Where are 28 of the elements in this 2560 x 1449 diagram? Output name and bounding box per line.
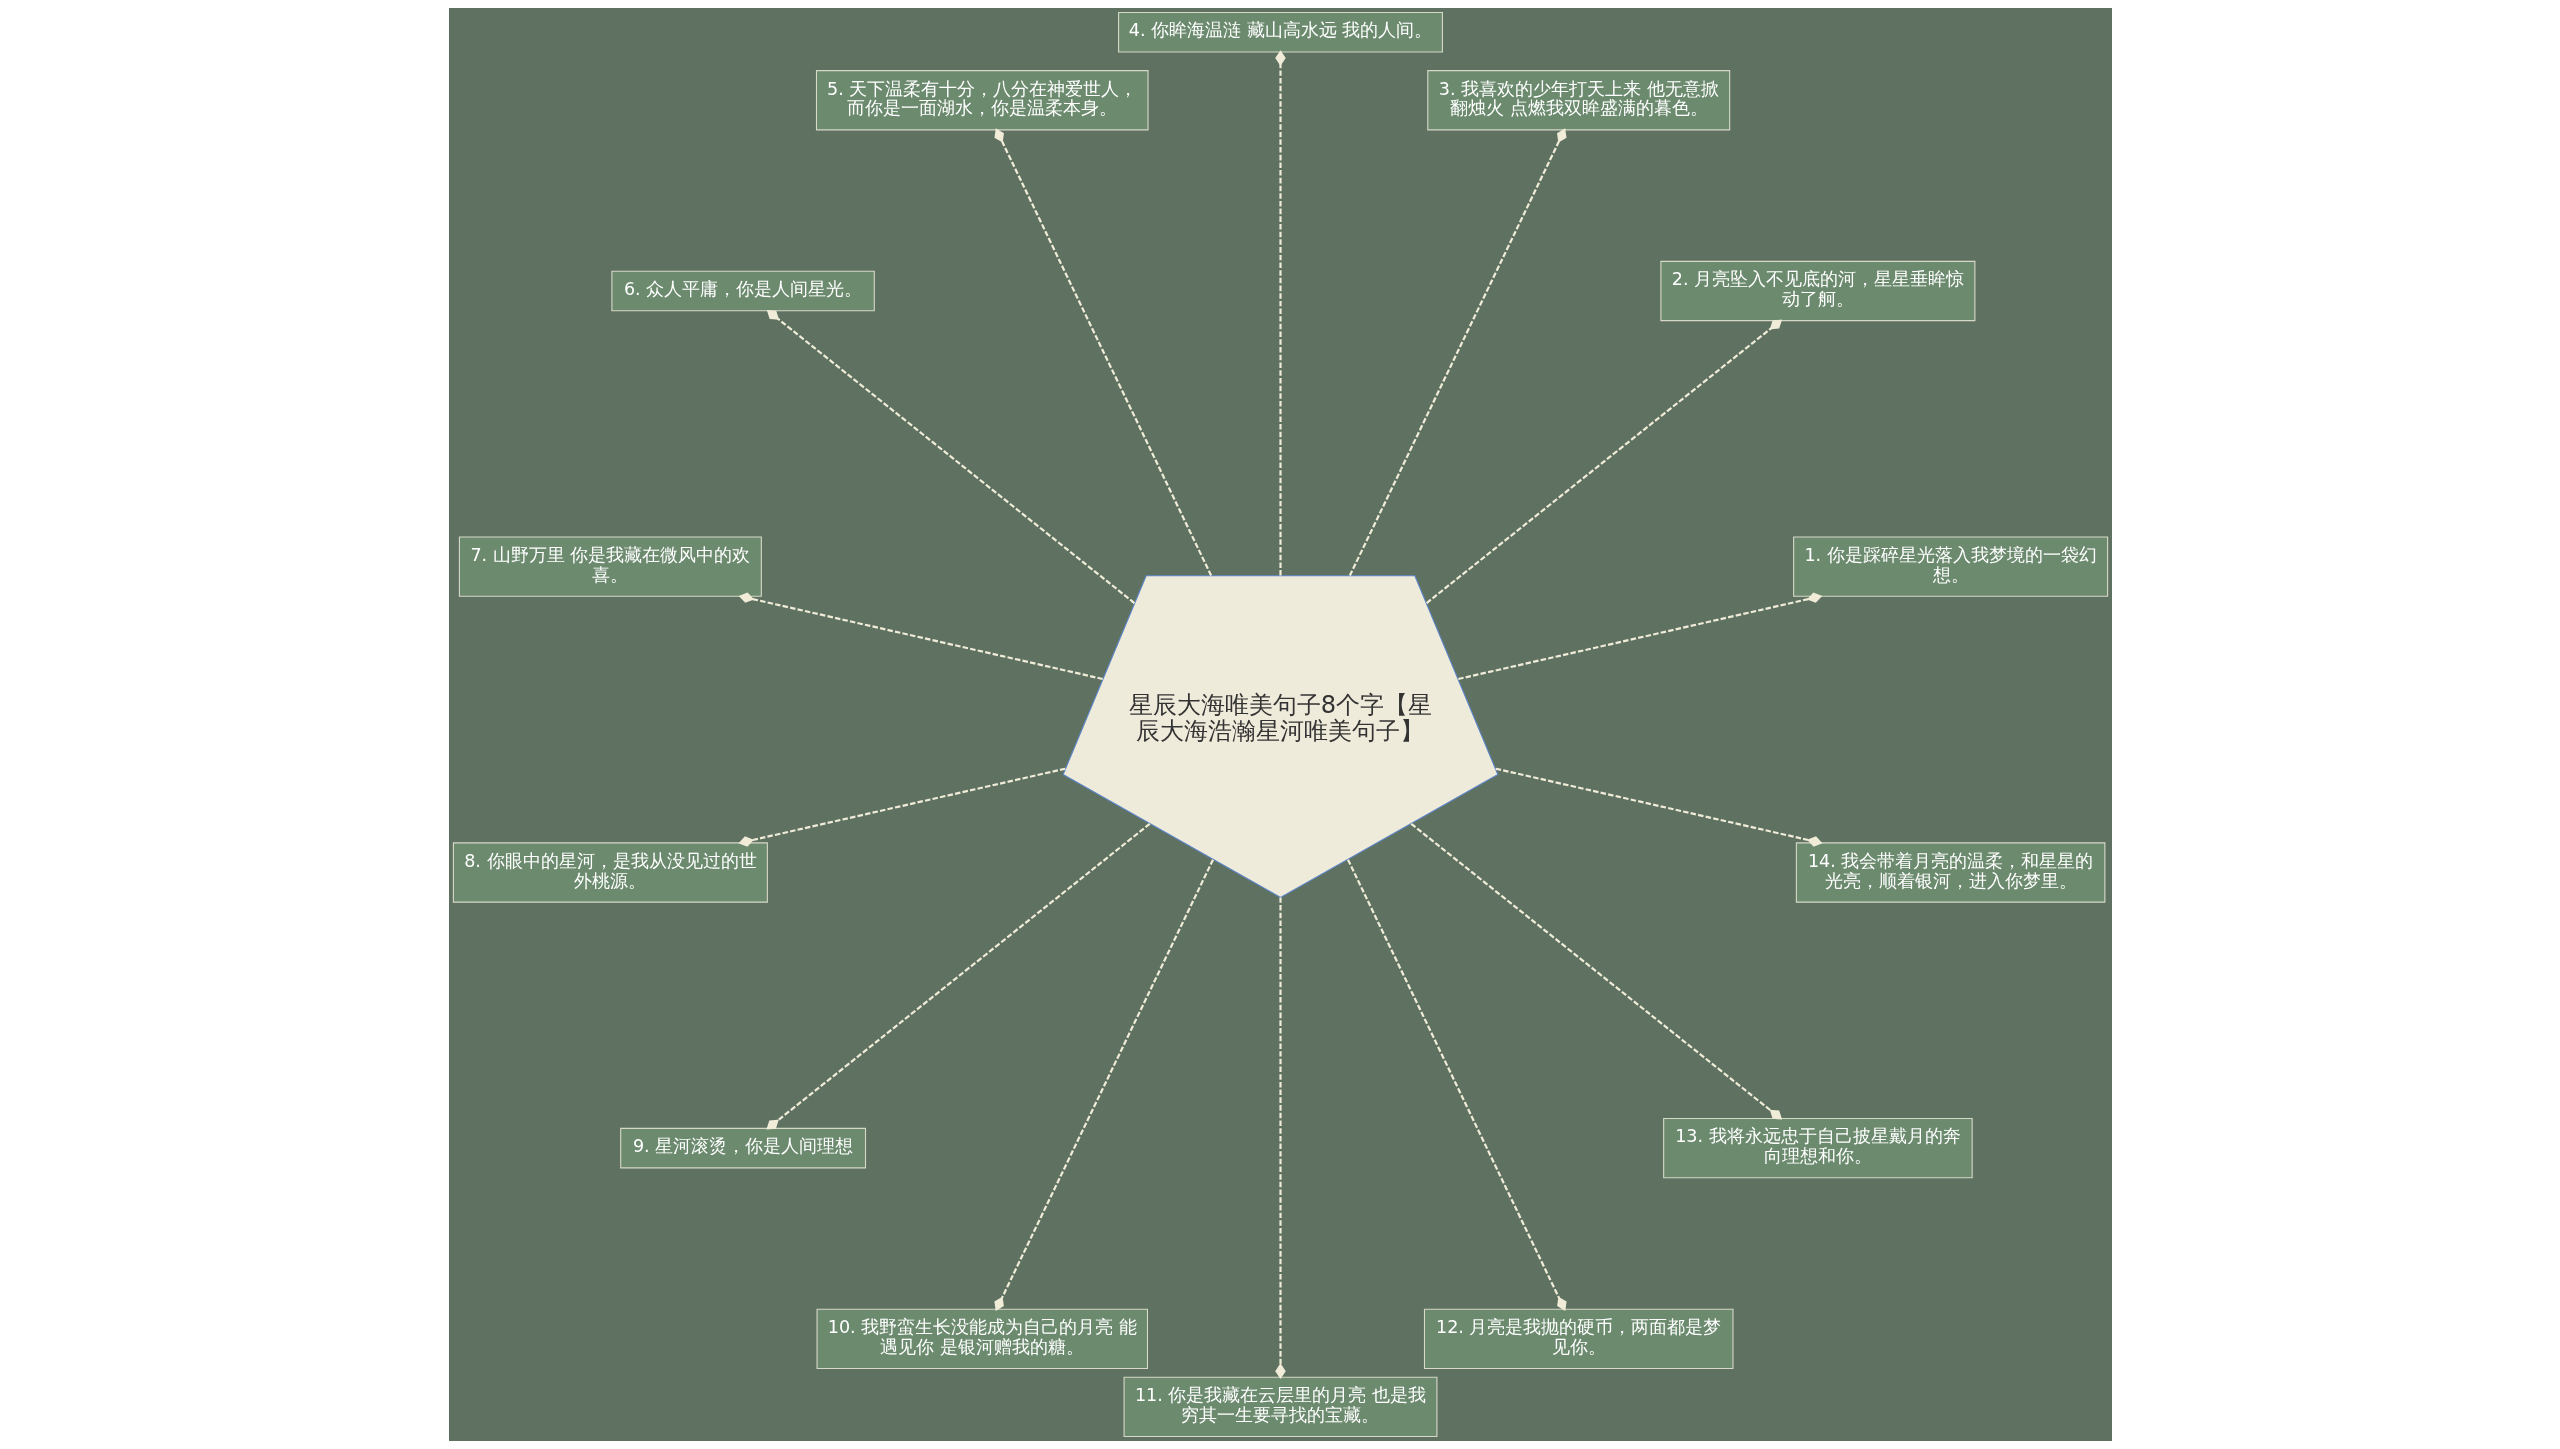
node-box: 2. 月亮坠入不见底的河，星星垂眸惊动了舸。 <box>1659 260 1975 322</box>
connector <box>1425 319 1782 604</box>
connector <box>1410 823 1782 1120</box>
node-box: 11. 你是我藏在云层里的月亮 也是我穷其一生要寻找的宝藏。 <box>1123 1376 1437 1438</box>
node-box: 9. 星河滚烫，你是人间理想 <box>619 1127 866 1169</box>
node-box: 5. 天下温柔有十分，八分在神爱世人，而你是一面湖水，你是温柔本身。 <box>815 70 1149 131</box>
node-box: 3. 我喜欢的少年打天上来 他无意掀翻烛火 点燃我双眸盛满的暮色。 <box>1426 70 1730 131</box>
connector <box>1346 859 1567 1311</box>
connector <box>993 128 1212 576</box>
connector <box>1495 767 1823 847</box>
connector <box>766 309 1135 604</box>
node-box: 6. 众人平庸，你是人间星光。 <box>610 270 875 312</box>
node-box: 14. 我会带着月亮的温柔，和星星的光亮，顺着银河，进入你梦里。 <box>1795 842 2105 903</box>
connector <box>737 767 1065 847</box>
connector <box>738 592 1103 681</box>
connector <box>765 823 1150 1130</box>
node-box: 8. 你眼中的星河，是我从没见过的世外桃源。 <box>452 842 768 903</box>
node-box: 4. 你眸海温涟 藏山高水远 我的人间。 <box>1117 11 1443 53</box>
connector <box>1348 128 1567 576</box>
node-box: 1. 你是踩碎星光落入我梦境的一袋幻想。 <box>1792 536 2108 597</box>
node-box: 7. 山野万里 你是我藏在微风中的欢喜。 <box>458 536 762 597</box>
node-box: 12. 月亮是我抛的硬币，两面都是梦见你。 <box>1423 1308 1734 1370</box>
connector <box>1274 50 1286 576</box>
connector <box>993 859 1214 1311</box>
node-box: 10. 我野蛮生长没能成为自己的月亮 能遇见你 是银河赠我的糖。 <box>816 1308 1148 1370</box>
node-box: 13. 我将永远忠于自己披星戴月的奔向理想和你。 <box>1662 1117 1973 1179</box>
connector <box>1274 897 1286 1380</box>
connector <box>1457 592 1822 681</box>
